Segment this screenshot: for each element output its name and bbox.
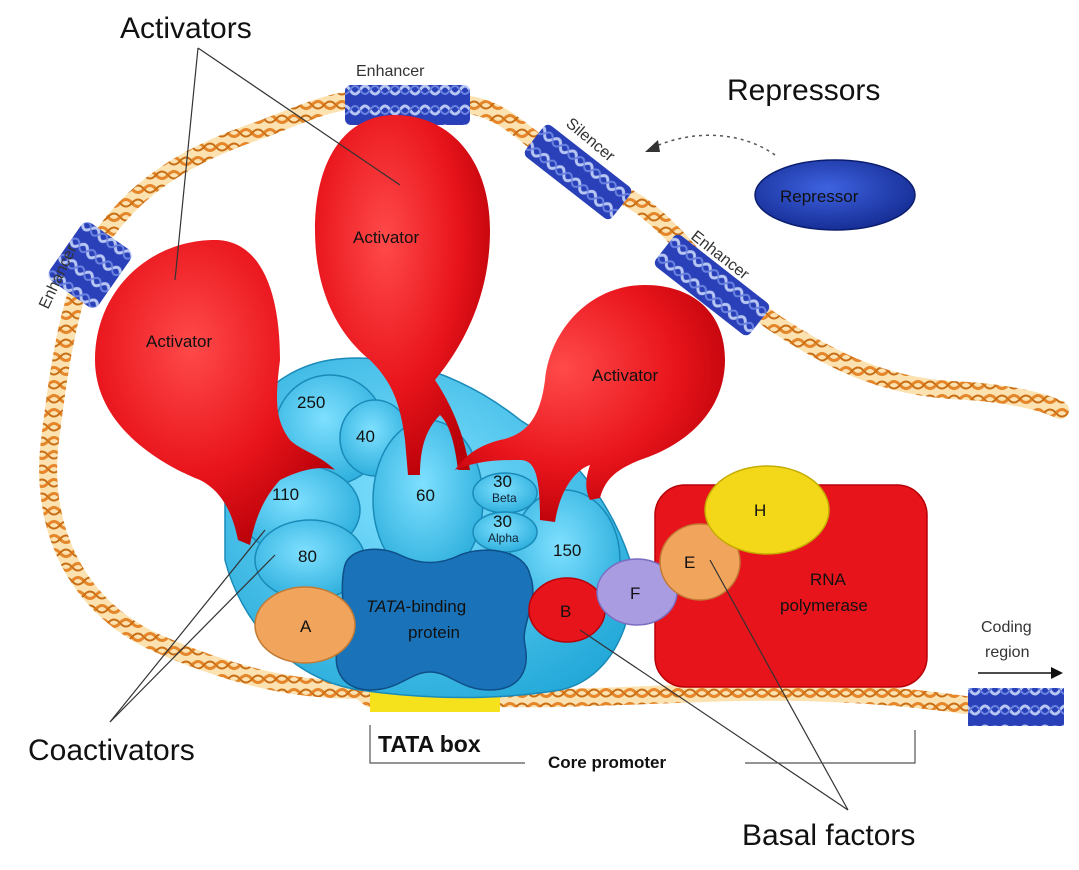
leader-lines (109, 47, 849, 811)
basal-factors-callout: Basal factors (742, 819, 915, 852)
rna-polymerase-label-2: polymerase (780, 596, 868, 615)
factor-h-label: H (754, 501, 766, 520)
activator-right (455, 285, 725, 522)
subunit-40-label: 40 (356, 427, 375, 446)
subunit-60-label: 60 (416, 486, 435, 505)
subunit-30-beta-label: 30 (493, 472, 512, 491)
factor-b-label: B (560, 602, 571, 621)
activator-center (315, 115, 490, 475)
core-promoter-bracket (369, 725, 916, 764)
subunit-alpha-sublabel: Alpha (488, 531, 519, 545)
factor-a (254, 586, 356, 664)
coactivators-callout: Coactivators (28, 734, 195, 767)
factor-e-label: E (684, 553, 695, 572)
activator-left-label: Activator (146, 332, 212, 351)
tbp-label-line2: protein (408, 623, 460, 642)
repressor-label: Repressor (780, 187, 859, 206)
coding-region-label-2: region (985, 644, 1029, 661)
coding-arrowhead (1051, 667, 1063, 679)
enhancer-left-region (48, 222, 132, 308)
subunit-beta-sublabel: Beta (492, 491, 517, 505)
enhancer-right-region (654, 234, 770, 336)
subunit-80-label: 80 (298, 547, 317, 566)
tata-binding-protein (335, 548, 534, 691)
subunit-150-label: 150 (553, 541, 581, 560)
enhancer-top-label: Enhancer (356, 63, 425, 80)
activator-right-label: Activator (592, 366, 658, 385)
enhancer-top-region (345, 85, 470, 125)
activator-center-label: Activator (353, 228, 419, 247)
factor-a-label: A (300, 617, 312, 636)
subunit-250-label: 250 (297, 393, 325, 412)
factor-f-label: F (630, 584, 640, 603)
factor-h (704, 465, 830, 555)
tata-box-label: TATA box (378, 731, 481, 757)
subunit-30-alpha-label: 30 (493, 512, 512, 531)
repressors-callout: Repressors (727, 74, 880, 107)
factor-e (659, 523, 741, 601)
tbp-label-line1: TATA-binding (366, 597, 466, 616)
repressor-arrow (651, 134, 776, 156)
repressor-protein (754, 159, 916, 231)
rna-polymerase-label-1: RNA (810, 570, 847, 589)
coding-region (968, 688, 1064, 726)
coding-region-label-1: Coding (981, 619, 1032, 636)
activator-left (95, 240, 335, 545)
repressor-arrowhead (645, 140, 660, 152)
dna-strand (39, 90, 1069, 714)
activators-callout: Activators (120, 12, 252, 45)
subunit-110-label: 110 (272, 485, 299, 504)
core-promoter-label: Core promoter (548, 753, 666, 772)
silencer-region (524, 124, 632, 220)
